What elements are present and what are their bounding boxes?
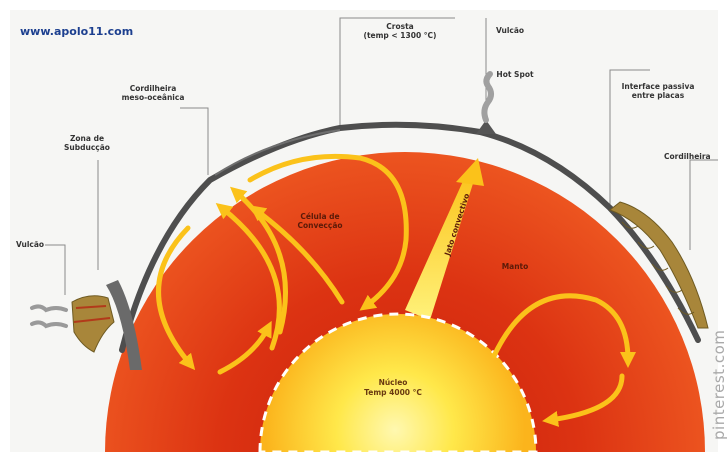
vulcao-left-label: Vulcão	[12, 240, 48, 249]
nucleo-label: Núcleo Temp 4000 °C	[338, 378, 448, 398]
manto-label: Manto	[490, 262, 540, 271]
hot-spot-label: Hot Spot	[490, 70, 540, 79]
diagram-frame: www.apolo11.com Crosta (temp < 1300 °C) …	[10, 10, 718, 452]
watermark: pinterest.com	[710, 290, 726, 440]
vulcao-top-label: Vulcão	[490, 26, 530, 35]
crosta-label: Crosta (temp < 1300 °C)	[350, 22, 450, 40]
zona-subduccao-label: Zona de Subducção	[52, 134, 122, 152]
cordilheira-label: Cordilheira meso-oceânica	[108, 84, 198, 102]
left-plate	[72, 296, 114, 352]
smoke-left-2	[32, 322, 66, 326]
celula-label: Célula de Convecção	[280, 212, 360, 230]
cordilheira-right-label: Cordilheira	[664, 152, 714, 161]
hot-spot-smoke	[484, 74, 491, 120]
site-url: www.apolo11.com	[20, 25, 133, 38]
interface-label: Interface passiva entre placas	[608, 82, 708, 100]
smoke-left-1	[32, 306, 66, 310]
